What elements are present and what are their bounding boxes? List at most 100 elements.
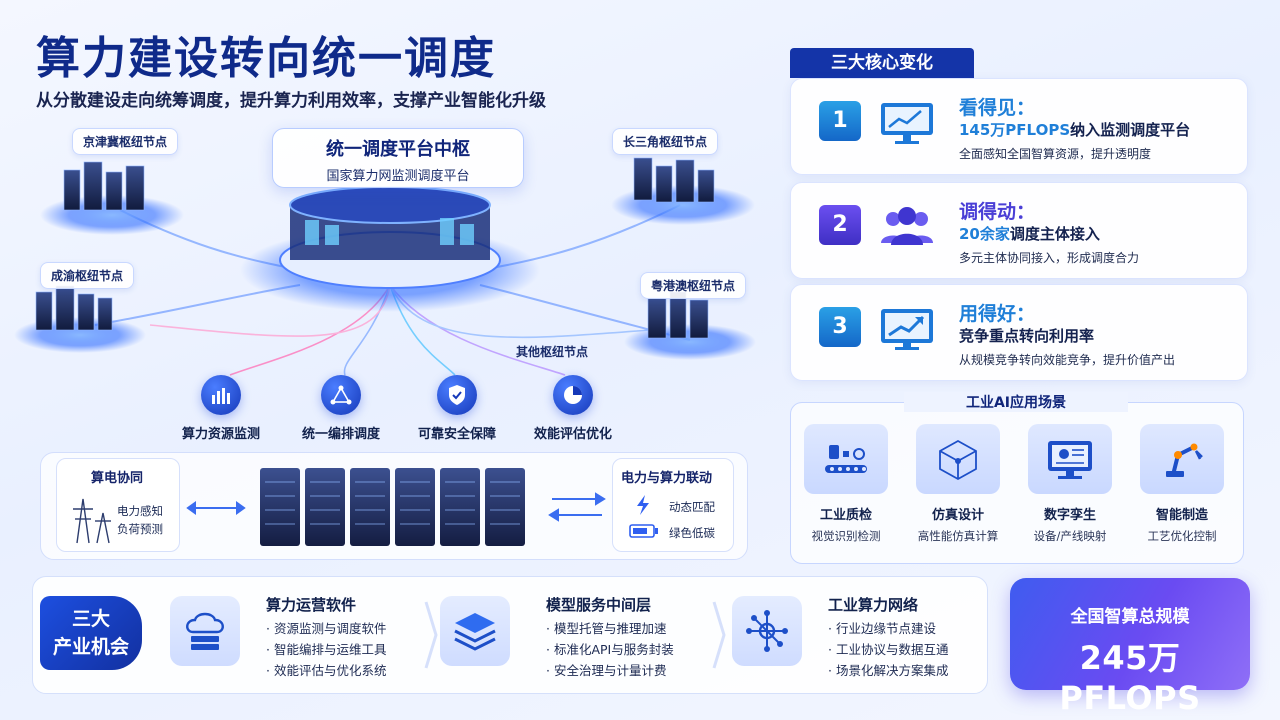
pie-chart-icon bbox=[553, 375, 593, 415]
change-head: 调得动： bbox=[959, 201, 1036, 223]
power-sync-line-1: 电力感知 bbox=[117, 504, 163, 518]
change-line: 145万PFLOPS纳入监测调度平台 bbox=[959, 119, 1190, 140]
feature-monitor: 算力资源监测 bbox=[166, 375, 276, 442]
node-label-cy: 成渝枢纽节点 bbox=[40, 262, 135, 289]
hub-subtitle: 国家算力网监测调度平台 bbox=[326, 169, 470, 184]
industry-item-smart-manufacturing: 智能制造 工艺优化控制 bbox=[1132, 424, 1232, 544]
battery-icon bbox=[629, 524, 658, 538]
power-sync-title: 算电协同 bbox=[91, 471, 144, 486]
team-users-icon bbox=[881, 207, 933, 245]
bar-chart-icon bbox=[201, 375, 241, 415]
opportunity-title: 工业算力网络 bbox=[828, 596, 919, 614]
node-label-other: 其他枢纽节点 bbox=[516, 345, 589, 359]
opportunities-badge-line-2: 产业机会 bbox=[52, 636, 129, 658]
cube-wireframe-icon bbox=[916, 424, 1000, 494]
change-desc: 全面感知全国智算资源，提升透明度 bbox=[959, 147, 1152, 161]
change-highlight: 20余家 bbox=[959, 225, 1010, 243]
hub-network-icon bbox=[732, 596, 802, 666]
opportunity-title: 模型服务中间层 bbox=[546, 596, 652, 614]
page-title: 算力建设转向统一调度 bbox=[36, 33, 496, 84]
change-line-rest: 纳入监测调度平台 bbox=[1070, 121, 1191, 139]
exchange-arrows-icon bbox=[548, 492, 606, 522]
change-line-rest: 竞争重点转向利用率 bbox=[959, 327, 1095, 345]
change-number: 3 bbox=[819, 307, 861, 347]
change-number: 2 bbox=[819, 205, 861, 245]
change-card-3: 3 用得好： 竞争重点转向利用率 从规模竞争转向效能竞争，提升价值产出 bbox=[790, 284, 1248, 381]
node-label-csj: 长三角枢纽节点 bbox=[612, 128, 719, 155]
feature-label: 效能评估优化 bbox=[533, 427, 612, 442]
double-arrow-icon bbox=[186, 501, 246, 515]
robot-arm-icon bbox=[1140, 424, 1224, 494]
feature-label: 算力资源监测 bbox=[181, 427, 260, 442]
power-compute-title: 电力与算力联动 bbox=[621, 471, 713, 486]
opportunity-bullet: 智能编排与运维工具 bbox=[273, 642, 387, 657]
trend-up-icon bbox=[881, 309, 933, 350]
lightning-icon bbox=[637, 495, 649, 515]
feature-efficiency: 效能评估优化 bbox=[518, 375, 628, 442]
opportunity-bullet: 资源监测与调度软件 bbox=[273, 621, 387, 636]
opportunity-bullet: 模型托管与推理加速 bbox=[553, 621, 667, 636]
power-compute-card: 电力与算力联动 动态匹配 绿色低碳 bbox=[612, 458, 734, 552]
opportunity-bullets: · 行业边缘节点建设 · 工业协议与数据互通 · 场景化解决方案集成 bbox=[828, 621, 949, 678]
opportunity-bullet: 工业协议与数据互通 bbox=[835, 642, 949, 657]
monitor-chart-icon bbox=[881, 103, 933, 144]
change-line: 竞争重点转向利用率 bbox=[959, 325, 1094, 346]
opportunities-badge-line-1: 三大 bbox=[71, 608, 110, 630]
node-label-jjj: 京津冀枢纽节点 bbox=[72, 128, 179, 155]
power-tower-icon bbox=[73, 498, 111, 544]
opportunity-bullet: 场景化解决方案集成 bbox=[835, 663, 949, 678]
change-highlight: 145万PFLOPS bbox=[959, 121, 1071, 139]
cloud-server-icon bbox=[170, 596, 240, 666]
industry-name: 工业质检 bbox=[819, 508, 872, 523]
industry-item-digital-twin: 数字孪生 设备/产线映射 bbox=[1020, 424, 1120, 544]
industry-desc: 视觉识别检测 bbox=[811, 529, 881, 543]
industry-desc: 设备/产线映射 bbox=[1033, 529, 1107, 543]
opportunities-badge: 三大 产业机会 bbox=[40, 596, 142, 670]
change-card-1: 1 看得见： 145万PFLOPS纳入监测调度平台 全面感知全国智算资源，提升透… bbox=[790, 78, 1248, 175]
change-head: 看得见： bbox=[959, 97, 1036, 119]
change-line-rest: 调度主体接入 bbox=[1009, 225, 1100, 243]
feature-schedule: 统一编排调度 bbox=[286, 375, 396, 442]
shield-check-icon bbox=[437, 375, 477, 415]
network-icon bbox=[321, 375, 361, 415]
layers-icon bbox=[440, 596, 510, 666]
chevron-separator bbox=[712, 601, 726, 669]
change-desc: 多元主体协同接入，形成调度合力 bbox=[959, 251, 1140, 265]
server-cluster bbox=[260, 468, 525, 546]
change-line: 20余家调度主体接入 bbox=[959, 223, 1100, 244]
dashboard-screen-icon bbox=[1028, 424, 1112, 494]
change-head: 用得好： bbox=[959, 303, 1036, 325]
opportunity-bullet: 效能评估与优化系统 bbox=[273, 663, 387, 678]
feature-label: 可靠安全保障 bbox=[417, 427, 496, 442]
industry-name: 智能制造 bbox=[1155, 508, 1208, 523]
total-scale-value: 245万PFLOPS bbox=[1059, 639, 1201, 717]
total-scale-label: 全国智算总规模 bbox=[1070, 607, 1190, 627]
opportunity-title: 算力运营软件 bbox=[266, 596, 357, 614]
opportunity-bullet: 安全治理与计量计费 bbox=[553, 663, 667, 678]
industry-name: 仿真设计 bbox=[931, 508, 984, 523]
node-label-ygа: 粤港澳枢纽节点 bbox=[640, 272, 747, 299]
opportunity-bullet: 标准化API与服务封装 bbox=[553, 642, 674, 657]
opportunity-item-ops-software: 算力运营软件 · 资源监测与调度软件 · 智能编排与运维工具 · 效能评估与优化… bbox=[170, 592, 430, 678]
opportunity-item-model-middleware: 模型服务中间层 · 模型托管与推理加速 · 标准化API与服务封装 · 安全治理… bbox=[440, 592, 702, 678]
opportunity-bullets: · 资源监测与调度软件 · 智能编排与运维工具 · 效能评估与优化系统 bbox=[266, 621, 387, 678]
industry-desc: 高性能仿真计算 bbox=[917, 529, 999, 543]
industry-name: 数字孪生 bbox=[1043, 508, 1096, 523]
hub-title: 统一调度平台中枢 bbox=[326, 139, 470, 160]
power-sync-card: 算电协同 电力感知 负荷预测 bbox=[56, 458, 180, 552]
change-number: 1 bbox=[819, 101, 861, 141]
conveyor-icon bbox=[804, 424, 888, 494]
power-compute-line-1: 动态匹配 bbox=[669, 500, 715, 514]
page-subtitle: 从分散建设走向统筹调度，提升算力利用效率，支撑产业智能化升级 bbox=[36, 91, 546, 111]
opportunity-bullet: 行业边缘节点建设 bbox=[835, 621, 936, 636]
change-card-2: 2 调得动： 20余家调度主体接入 多元主体协同接入，形成调度合力 bbox=[790, 182, 1248, 279]
feature-security: 可靠安全保障 bbox=[402, 375, 512, 442]
opportunity-item-industrial-network: 工业算力网络 · 行业边缘节点建设 · 工业协议与数据互通 · 场景化解决方案集… bbox=[732, 592, 982, 678]
power-sync-line-2: 负荷预测 bbox=[117, 522, 163, 536]
total-scale-card: 全国智算总规模 245万PFLOPS bbox=[1010, 578, 1250, 717]
change-desc: 从规模竞争转向效能竞争，提升价值产出 bbox=[959, 353, 1176, 367]
hub-card: 统一调度平台中枢 国家算力网监测调度平台 bbox=[272, 128, 524, 188]
industry-desc: 工艺优化控制 bbox=[1147, 529, 1217, 543]
network-graphic bbox=[14, 157, 756, 376]
industry-item-inspection: 工业质检 视觉识别检测 bbox=[796, 424, 896, 544]
